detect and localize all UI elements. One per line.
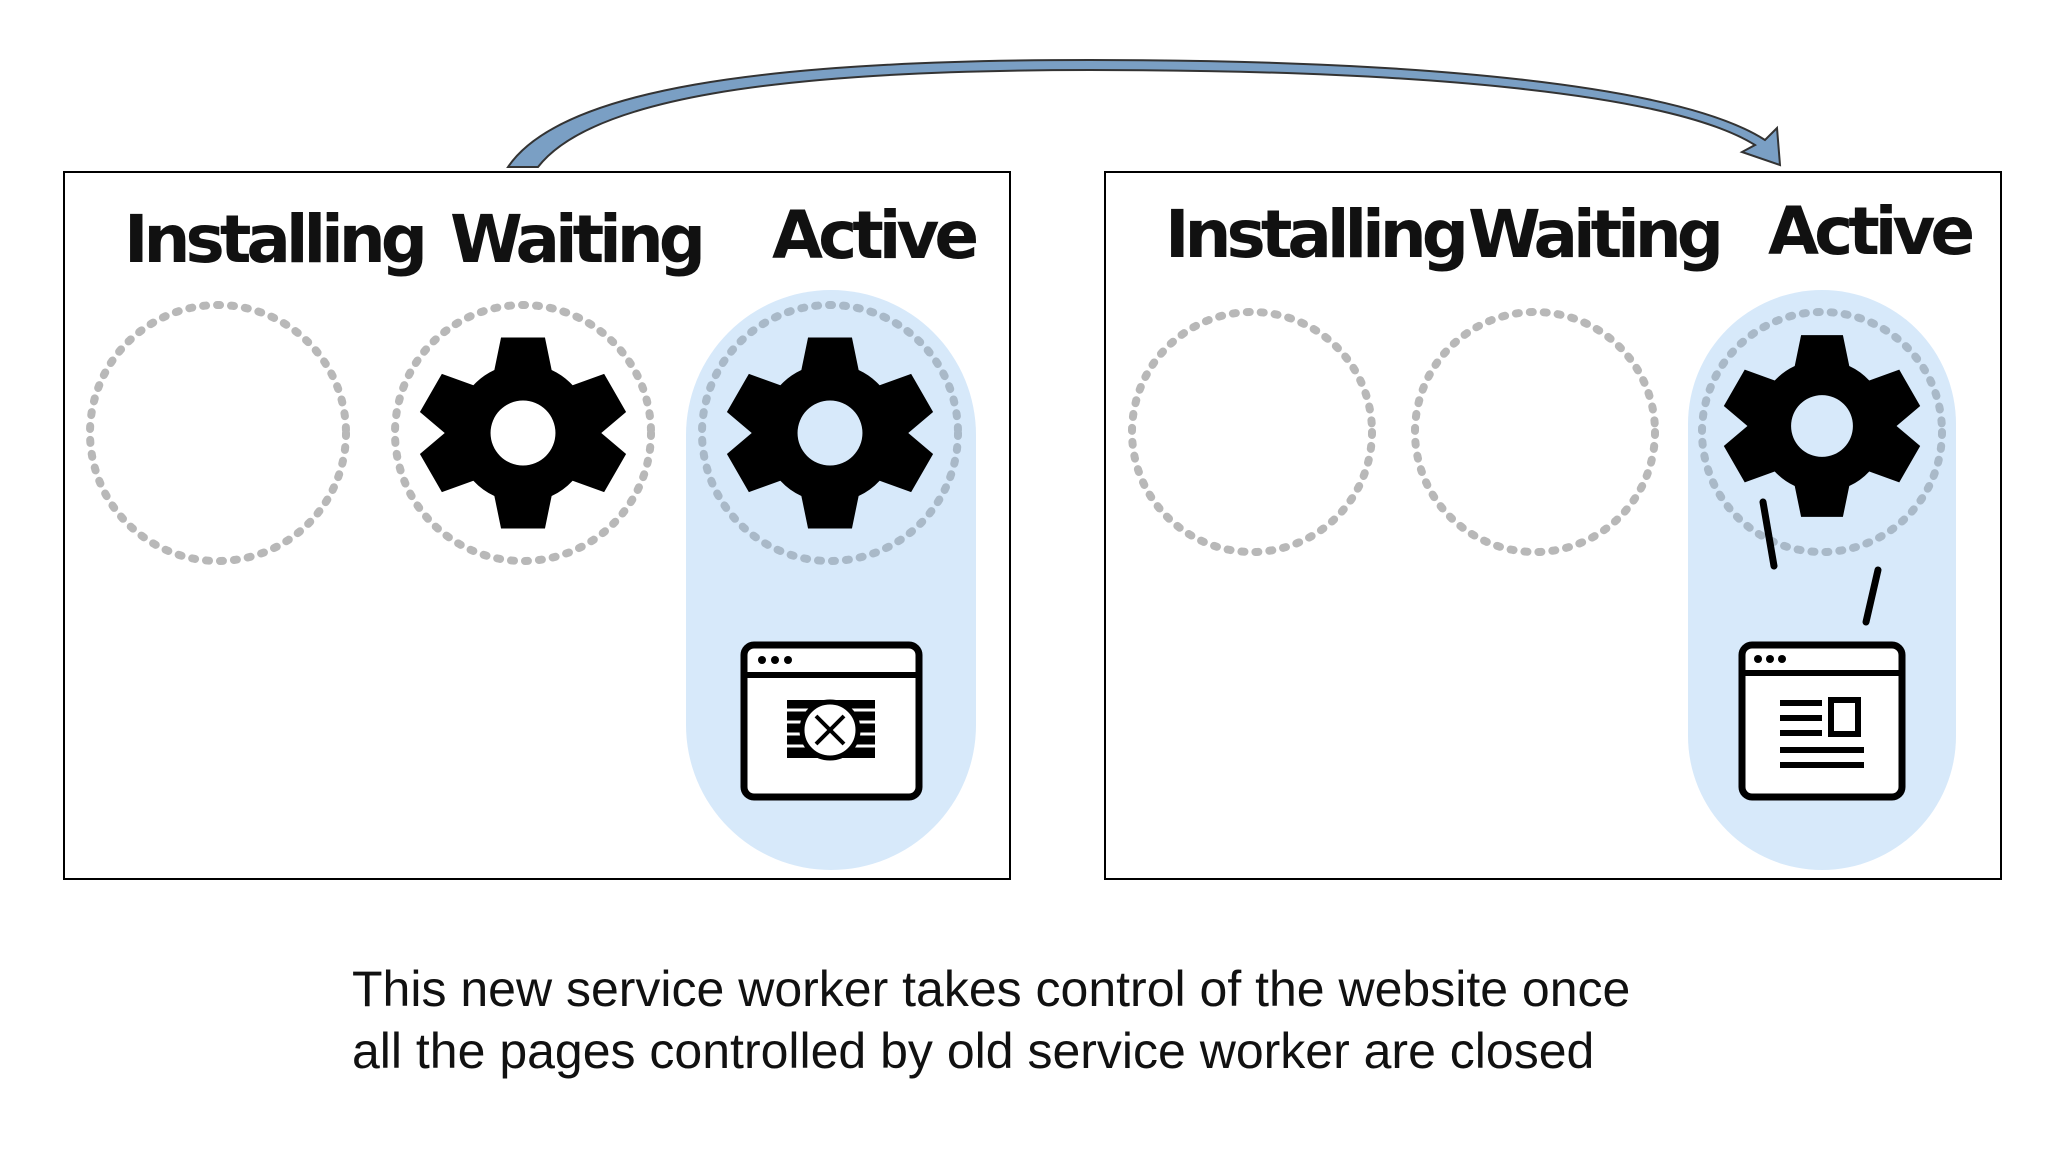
stage-label-installing: Installing — [124, 201, 423, 278]
stage-label-active: Active — [772, 197, 976, 274]
stage-label-active: Active — [1768, 193, 1972, 270]
stage-label-installing: Installing — [1165, 196, 1464, 273]
stage-label-waiting: Waiting — [450, 201, 701, 278]
panel-after: Installing Waiting Active — [1104, 171, 2002, 880]
active-slot — [1698, 308, 1946, 556]
caption-line: This new service worker takes control of… — [352, 961, 1631, 1017]
panel-before: Installing Waiting Active — [63, 171, 1011, 880]
stage-label-waiting: Waiting — [1468, 196, 1719, 273]
installing-slot — [86, 301, 350, 565]
curved-arrow — [506, 58, 1782, 168]
waiting-slot — [391, 301, 655, 565]
caption-line: all the pages controlled by old service … — [352, 1023, 1595, 1079]
active-slot — [698, 301, 962, 565]
caption: This new service worker takes control of… — [352, 958, 1852, 1082]
browser-window-page-icon — [1738, 641, 1906, 801]
control-link — [1862, 566, 1882, 626]
browser-window-error-icon — [740, 641, 923, 801]
waiting-slot — [1411, 308, 1659, 556]
installing-slot — [1128, 308, 1376, 556]
control-link — [1759, 498, 1778, 570]
